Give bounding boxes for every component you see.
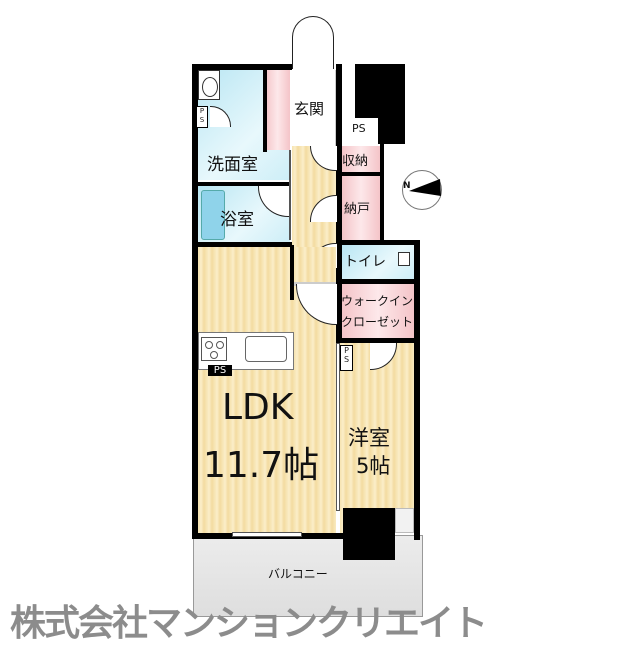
wic-label-line1: ウォークイン xyxy=(341,294,414,308)
wall-entrance-right xyxy=(336,64,342,146)
toilet-bowl-icon xyxy=(398,252,410,266)
wall-storage-right xyxy=(380,144,384,244)
kitchen-sink-icon xyxy=(245,336,287,362)
entrance-label: 玄関 xyxy=(294,100,325,118)
balcony-window[interactable] xyxy=(232,532,302,537)
storage-small-bottom xyxy=(395,508,414,533)
western-room xyxy=(340,343,414,533)
company-name: 株式会社マンションクリエイト xyxy=(10,603,488,644)
shoe-closet xyxy=(265,70,290,150)
wall-toilet-right xyxy=(414,240,420,540)
western-room-size-label: 5帖 xyxy=(356,454,391,478)
outer-wall-left xyxy=(192,64,198,539)
closet xyxy=(342,176,380,240)
storage-label: 収納 xyxy=(342,154,369,169)
balcony-label: バルコニー xyxy=(268,567,328,581)
ps-top-label: PS xyxy=(352,122,366,135)
bathroom-label: 浴室 xyxy=(220,210,254,230)
ldk-size-label: 11.7帖 xyxy=(203,445,320,486)
ps-top-area xyxy=(342,118,378,144)
sink-icon xyxy=(198,70,220,100)
wic-label-line2: クローゼット xyxy=(341,315,414,329)
column-bottom xyxy=(343,508,395,560)
entrance-door-icon[interactable] xyxy=(292,16,334,69)
ldk-name-label: LDK xyxy=(222,387,294,428)
closet-label: 納戸 xyxy=(344,202,371,217)
wall-closet-toilet xyxy=(336,240,420,245)
wall-storage-closet xyxy=(342,172,382,176)
storage xyxy=(342,146,380,172)
bathtub-icon xyxy=(201,190,225,240)
entrance xyxy=(290,70,336,146)
compass-icon xyxy=(402,170,442,210)
western-room-name-label: 洋室 xyxy=(348,426,390,450)
stove-icon xyxy=(201,337,227,361)
toilet-label: トイレ xyxy=(344,254,386,270)
compass-north-label: N xyxy=(403,181,411,191)
wall-ldk-hall xyxy=(290,245,294,300)
walk-in-closet xyxy=(342,284,414,338)
wall-wash-bath xyxy=(198,182,290,186)
partition-sliding[interactable] xyxy=(336,343,340,511)
wall-toilet-wic xyxy=(336,279,420,284)
outer-wall-top-left xyxy=(192,64,292,70)
wall-shoe-closet xyxy=(263,66,267,152)
wall-bath-ldk xyxy=(192,242,292,247)
ps-kitchen: PS xyxy=(208,365,232,376)
wall-wic-western xyxy=(336,338,420,343)
washroom-label: 洗面室 xyxy=(207,155,258,175)
sliding-door-line xyxy=(289,150,291,240)
